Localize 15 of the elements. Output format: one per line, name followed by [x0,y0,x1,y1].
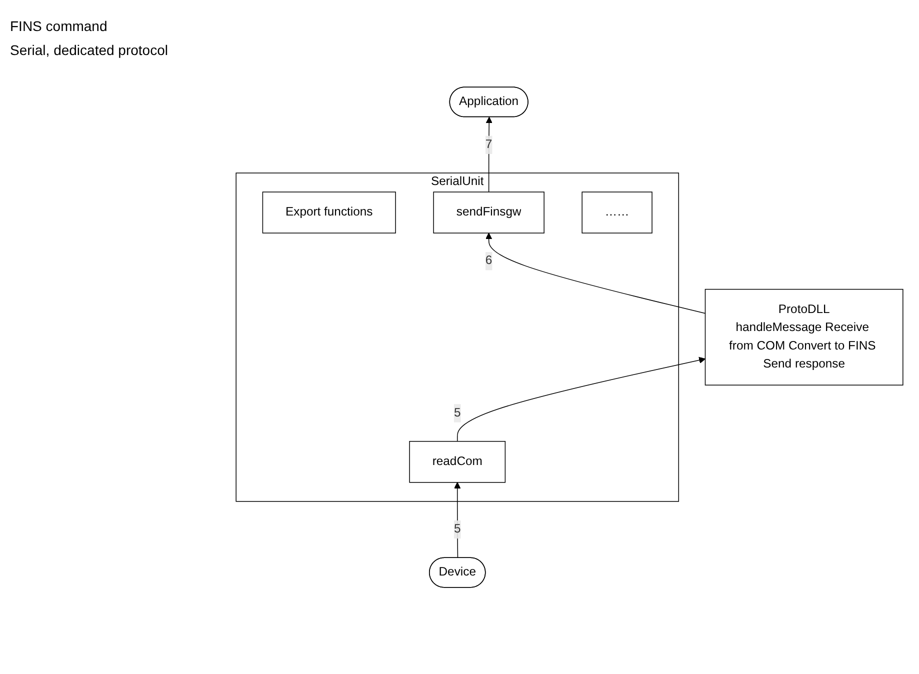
note-text: FINS command [10,18,108,34]
arrow [454,482,461,558]
edge-label: 6 [485,254,492,268]
edge-label: 5 [454,406,461,420]
arrow [485,232,706,314]
node-box: Export functions [262,191,396,234]
edge-label: 5 [454,522,461,536]
node-box: ProtoDLL handleMessage Receive from COM Convert to FINS Send response [704,288,904,386]
arrow [456,356,706,442]
arrow [486,116,492,192]
note-text: Serial, dedicated protocol [10,42,169,58]
node-box: …… [582,191,652,234]
node-box: sendFinsgw [433,191,544,234]
node-box: readCom [409,440,506,483]
edge-label: 7 [485,138,492,151]
